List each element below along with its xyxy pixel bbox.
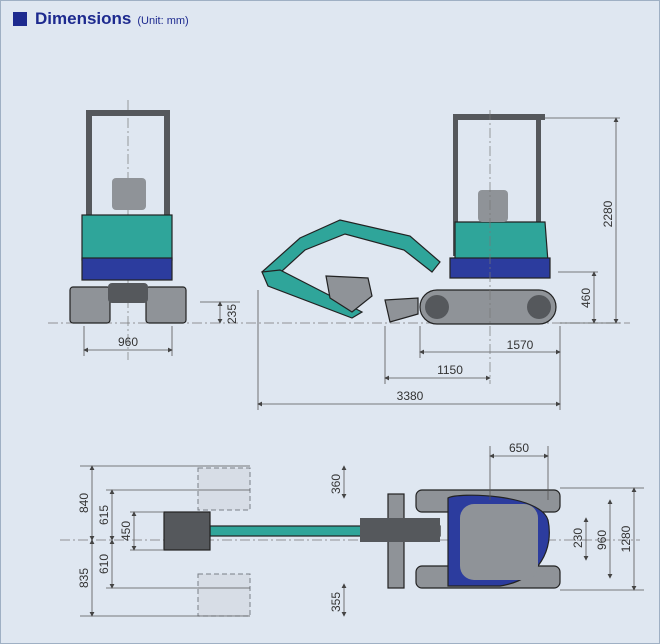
dim-lower-half: 610	[97, 554, 111, 574]
header-square-icon	[13, 12, 27, 26]
dim-rear-swing: 650	[509, 441, 529, 455]
dim-front-to-center: 1150	[437, 363, 463, 377]
header: Dimensions (Unit: mm)	[13, 9, 189, 29]
dim-offset-upper-small: 360	[329, 474, 343, 494]
dim-upper-half: 615	[97, 505, 111, 525]
dim-front-width: 960	[118, 335, 138, 349]
dim-overall-width: 1280	[619, 525, 633, 552]
side-dimensions: 2280 460 1570 1150 3380	[257, 110, 620, 410]
dim-bucket-width: 450	[119, 521, 133, 541]
unit-label: (Unit: mm)	[137, 15, 189, 27]
dim-track-gauge-plan: 960	[595, 530, 609, 550]
plan-view-machine	[60, 467, 640, 617]
dim-offset-lower-small: 355	[329, 592, 343, 612]
dim-ground-clearance: 235	[225, 304, 239, 324]
front-view-machine	[69, 100, 187, 360]
plan-dimensions: 650 840 615 450 610 835 360 355 230 960 …	[77, 441, 644, 617]
dim-overall-height: 2280	[601, 200, 615, 227]
front-dimensions: 960 235	[83, 301, 240, 356]
dim-cab-offset: 230	[571, 528, 585, 548]
dim-track-length: 1570	[507, 338, 534, 352]
dim-transport-length: 3380	[397, 389, 424, 403]
dim-track-height: 460	[579, 288, 593, 308]
dim-lower-offset: 835	[77, 568, 91, 588]
dim-upper-offset: 840	[77, 493, 91, 513]
side-view-machine	[261, 114, 557, 325]
page-title: Dimensions	[35, 9, 132, 28]
